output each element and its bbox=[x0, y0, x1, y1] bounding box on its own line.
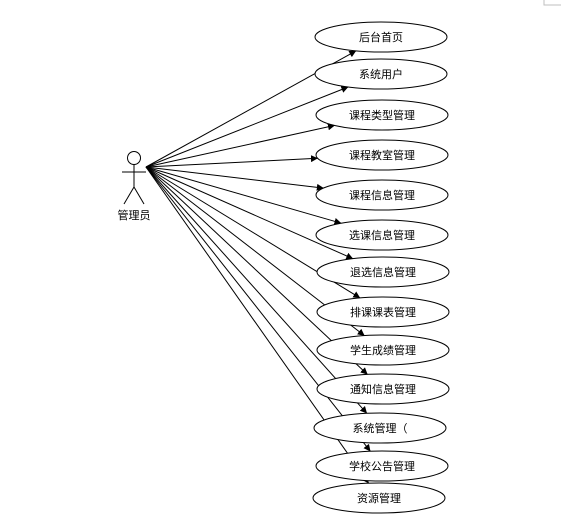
actor-label: 管理员 bbox=[118, 208, 151, 222]
use-case-label: 课程教室管理 bbox=[349, 148, 415, 162]
use-case-ellipse bbox=[316, 256, 450, 288]
association-arrow bbox=[145, 166, 371, 452]
use-case-ellipse bbox=[314, 21, 448, 53]
use-case: 课程教室管理 bbox=[315, 139, 449, 171]
use-case: 课程类型管理 bbox=[315, 99, 449, 131]
use-case: 学生成绩管理 bbox=[316, 334, 450, 366]
use-case-label: 资源管理 bbox=[357, 491, 401, 505]
use-case: 退选信息管理 bbox=[316, 256, 450, 288]
use-case: 排课课表管理 bbox=[316, 296, 450, 328]
use-case-label: 学生成绩管理 bbox=[350, 343, 416, 357]
association-arrow bbox=[145, 166, 354, 260]
actor-figure bbox=[122, 151, 146, 205]
use-case-ellipse bbox=[315, 450, 449, 482]
use-case: 通知信息管理 bbox=[316, 373, 450, 405]
use-case-label: 系统管理（ bbox=[353, 421, 408, 435]
use-case: 系统管理（ bbox=[313, 412, 447, 444]
use-case-label: 系统用户 bbox=[359, 67, 403, 81]
use-case-ellipse bbox=[315, 219, 449, 251]
use-case-label: 课程信息管理 bbox=[349, 188, 415, 202]
use-case-ellipse bbox=[316, 373, 450, 405]
use-case: 课程信息管理 bbox=[315, 179, 449, 211]
association-arrow bbox=[145, 155, 318, 168]
association-arrow bbox=[145, 166, 368, 414]
use-case-label: 课程类型管理 bbox=[349, 108, 415, 122]
use-case-label: 排课课表管理 bbox=[350, 305, 416, 319]
actor-left-leg bbox=[123, 186, 135, 205]
use-case-label: 退选信息管理 bbox=[350, 265, 416, 279]
corner-mark bbox=[543, 0, 561, 6]
use-case: 资源管理 bbox=[312, 482, 446, 514]
use-case: 学校公告管理 bbox=[315, 450, 449, 482]
use-case-ellipse bbox=[316, 296, 450, 328]
use-case-ellipse bbox=[315, 139, 449, 171]
use-case: 后台首页 bbox=[314, 21, 448, 53]
use-case-ellipse bbox=[316, 334, 450, 366]
use-case-ellipse bbox=[315, 99, 449, 131]
association-arrow bbox=[145, 86, 349, 168]
use-case-ellipse bbox=[315, 179, 449, 211]
use-case-label: 后台首页 bbox=[359, 30, 403, 44]
association-arrow bbox=[145, 166, 342, 225]
use-case-label: 选课信息管理 bbox=[349, 228, 415, 242]
use-case-label: 学校公告管理 bbox=[349, 459, 415, 473]
association-arrow bbox=[145, 166, 368, 375]
use-case: 选课信息管理 bbox=[315, 219, 449, 251]
use-case-ellipse bbox=[314, 58, 448, 90]
use-cases: 后台首页系统用户课程类型管理课程教室管理课程信息管理选课信息管理退选信息管理排课… bbox=[312, 21, 450, 514]
use-case-ellipse bbox=[312, 482, 446, 514]
association-arrow bbox=[145, 123, 335, 168]
use-case-ellipse bbox=[313, 412, 447, 444]
actor-head bbox=[127, 151, 141, 165]
association-arrow bbox=[145, 166, 324, 191]
use-case: 系统用户 bbox=[314, 58, 448, 90]
actor-right-leg bbox=[133, 186, 145, 205]
use-case-label: 通知信息管理 bbox=[350, 382, 416, 396]
